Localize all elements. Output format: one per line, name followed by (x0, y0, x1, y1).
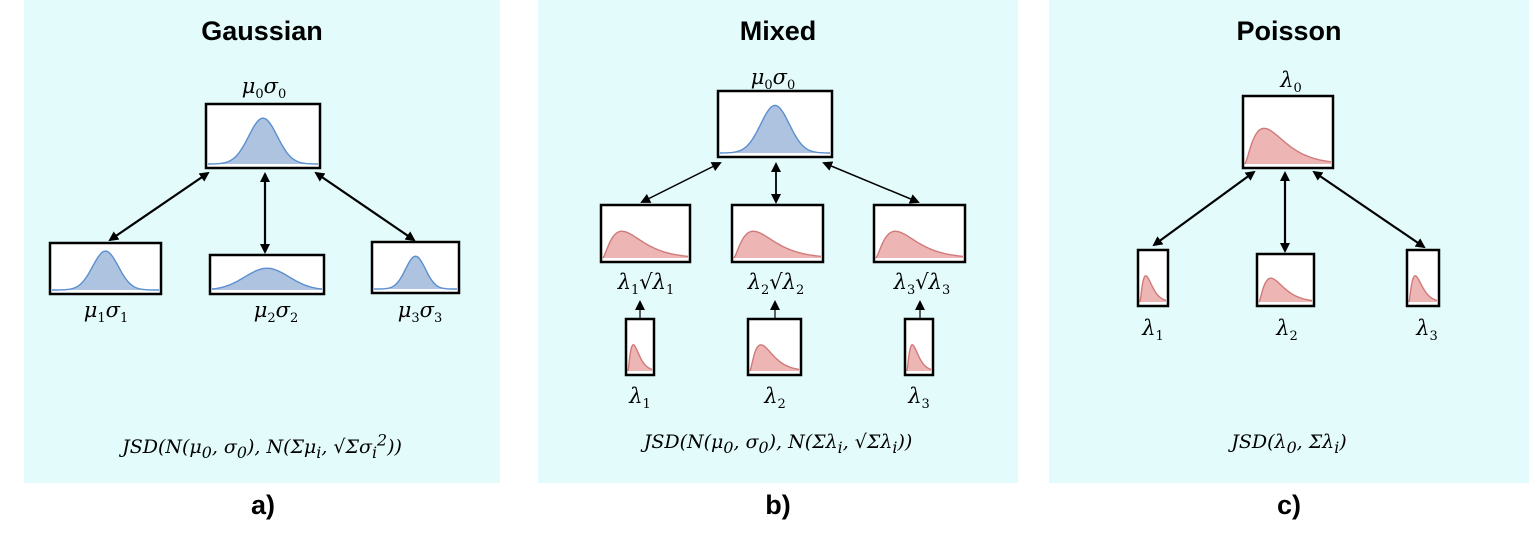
top-box-mixed-curve (720, 104, 830, 154)
top-box-poisson-curve (1244, 127, 1332, 165)
source-box-2-frame (746, 317, 803, 377)
child-box-label-3: μ3σ3 (397, 298, 443, 327)
child-box-c-3-curve (1408, 275, 1438, 303)
child-box-c-1-curve (1139, 275, 1167, 303)
jsd-formula-poisson: JSD(λ0, Σλi) (1231, 431, 1347, 457)
child-box-poisson-1-frame (599, 203, 692, 264)
top-box-poisson-area (1245, 128, 1331, 164)
top-box-label: λ0 (1280, 68, 1302, 97)
top-box-poisson-frame (1241, 94, 1335, 170)
child-box-c-2-area (1259, 278, 1312, 302)
child-box-gaussian-1 (48, 241, 163, 296)
child-box-poisson-1-area (603, 231, 688, 258)
child-box-c-1-frame (1136, 248, 1170, 308)
child-box-gaussian-2 (208, 253, 326, 296)
child-box-c-1 (1136, 248, 1170, 308)
child-box-gaussian-2-frame (208, 253, 326, 296)
child-box-c-2-curve (1258, 277, 1313, 303)
caption-c: c) (1276, 490, 1302, 520)
child-box-gaussian-2-area (212, 268, 322, 290)
child-box-c-3-frame (1405, 248, 1441, 308)
child-box-poisson-1 (599, 203, 692, 264)
child-box-poisson-3-frame (872, 203, 967, 264)
source-box-label-2: λ2 (764, 384, 786, 413)
child-box-gaussian-1-frame (48, 241, 163, 296)
child-box-poisson-2-curve (733, 230, 822, 259)
top-box-mixed-frame (716, 89, 834, 159)
child-box-gaussian-1-area (52, 251, 159, 290)
top-box-poisson (1241, 94, 1335, 170)
child-box-poisson-3-curve (875, 230, 964, 259)
child-box-gaussian-3-area (374, 256, 457, 289)
source-box-1-frame (624, 317, 656, 377)
child-box-poisson-2-area (734, 231, 821, 258)
top-box-gaussian-curve (208, 117, 318, 165)
caption-b: b) (765, 490, 791, 520)
jsd-formula-mixed: JSD(N(μ0, σ0), N(Σλi, √Σλi)) (643, 431, 913, 457)
child-box-label-1: μ1σ1 (83, 298, 129, 327)
arrow-c-1 (1152, 170, 1256, 247)
source-box-2 (746, 317, 803, 377)
source-box-1-curve (627, 344, 653, 372)
caption-a: a) (250, 490, 276, 520)
source-box-label-1: λ1 (629, 384, 651, 413)
source-box-label-3: λ3 (908, 384, 930, 413)
top-box-gaussian-area (208, 118, 318, 164)
child-box-label-1: λ1 (1142, 316, 1164, 345)
arrow-a-1 (108, 171, 210, 242)
child-box-c-2-frame (1255, 252, 1316, 308)
top-box-mixed-area (720, 105, 830, 153)
top-box-label: μ0σ0 (750, 65, 796, 94)
child-box-gaussian-3 (370, 240, 461, 295)
child-box-gaussian-1-curve (52, 250, 159, 291)
arrow-b-1 (640, 162, 722, 203)
source-box-3-frame (903, 317, 935, 377)
source-box-3 (903, 317, 935, 377)
child-box-c-2 (1255, 252, 1316, 308)
top-box-label: μ0σ0 (241, 74, 287, 103)
child-box-poisson-3 (872, 203, 967, 264)
source-box-2-area (750, 344, 799, 371)
panel-title-gaussian: Gaussian (201, 16, 323, 46)
source-box-2-curve (749, 344, 800, 372)
top-box-mixed (716, 89, 834, 159)
child-box-gaussian-3-curve (374, 255, 457, 290)
child-box-label-3: λ3√λ3 (893, 270, 951, 299)
arrow-b-3 (822, 161, 920, 204)
child-box-c-3 (1405, 248, 1441, 308)
source-box-3-curve (906, 344, 932, 372)
arrow-c-3 (1312, 170, 1426, 249)
child-box-label-2: μ2σ2 (253, 298, 299, 327)
child-box-label-2: λ2 (1276, 316, 1298, 345)
child-box-label-2: λ2√λ2 (747, 270, 805, 299)
child-box-poisson-2-frame (730, 203, 825, 264)
child-box-label-3: λ3 (1416, 316, 1438, 345)
child-box-poisson-2 (730, 203, 825, 264)
panel-title-poisson: Poisson (1236, 16, 1342, 46)
child-box-poisson-3-area (876, 231, 963, 258)
panel-title-mixed: Mixed (739, 16, 817, 46)
child-box-gaussian-2-curve (211, 267, 323, 290)
arrow-a-3 (314, 171, 416, 242)
top-box-gaussian (204, 102, 322, 170)
child-box-gaussian-3-frame (370, 240, 461, 295)
top-box-gaussian-frame (204, 102, 322, 170)
jsd-formula-gaussian: JSD(N(μ0, σ0), N(Σμi, √Σσi2)) (122, 431, 402, 463)
child-box-label-1: λ1√λ1 (617, 270, 675, 299)
source-box-1 (624, 317, 656, 377)
child-box-poisson-1-curve (602, 230, 689, 259)
